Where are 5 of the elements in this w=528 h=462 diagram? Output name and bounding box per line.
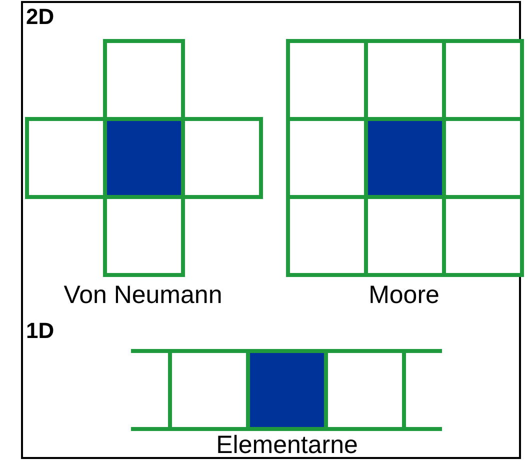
neighborhood-label: Elementarne — [216, 433, 358, 458]
neighborhood-label: Von Neumann — [64, 283, 222, 308]
neighborhood-label: Moore — [368, 283, 440, 308]
section-heading: 1D — [26, 320, 54, 342]
section-heading: 2D — [26, 6, 54, 28]
